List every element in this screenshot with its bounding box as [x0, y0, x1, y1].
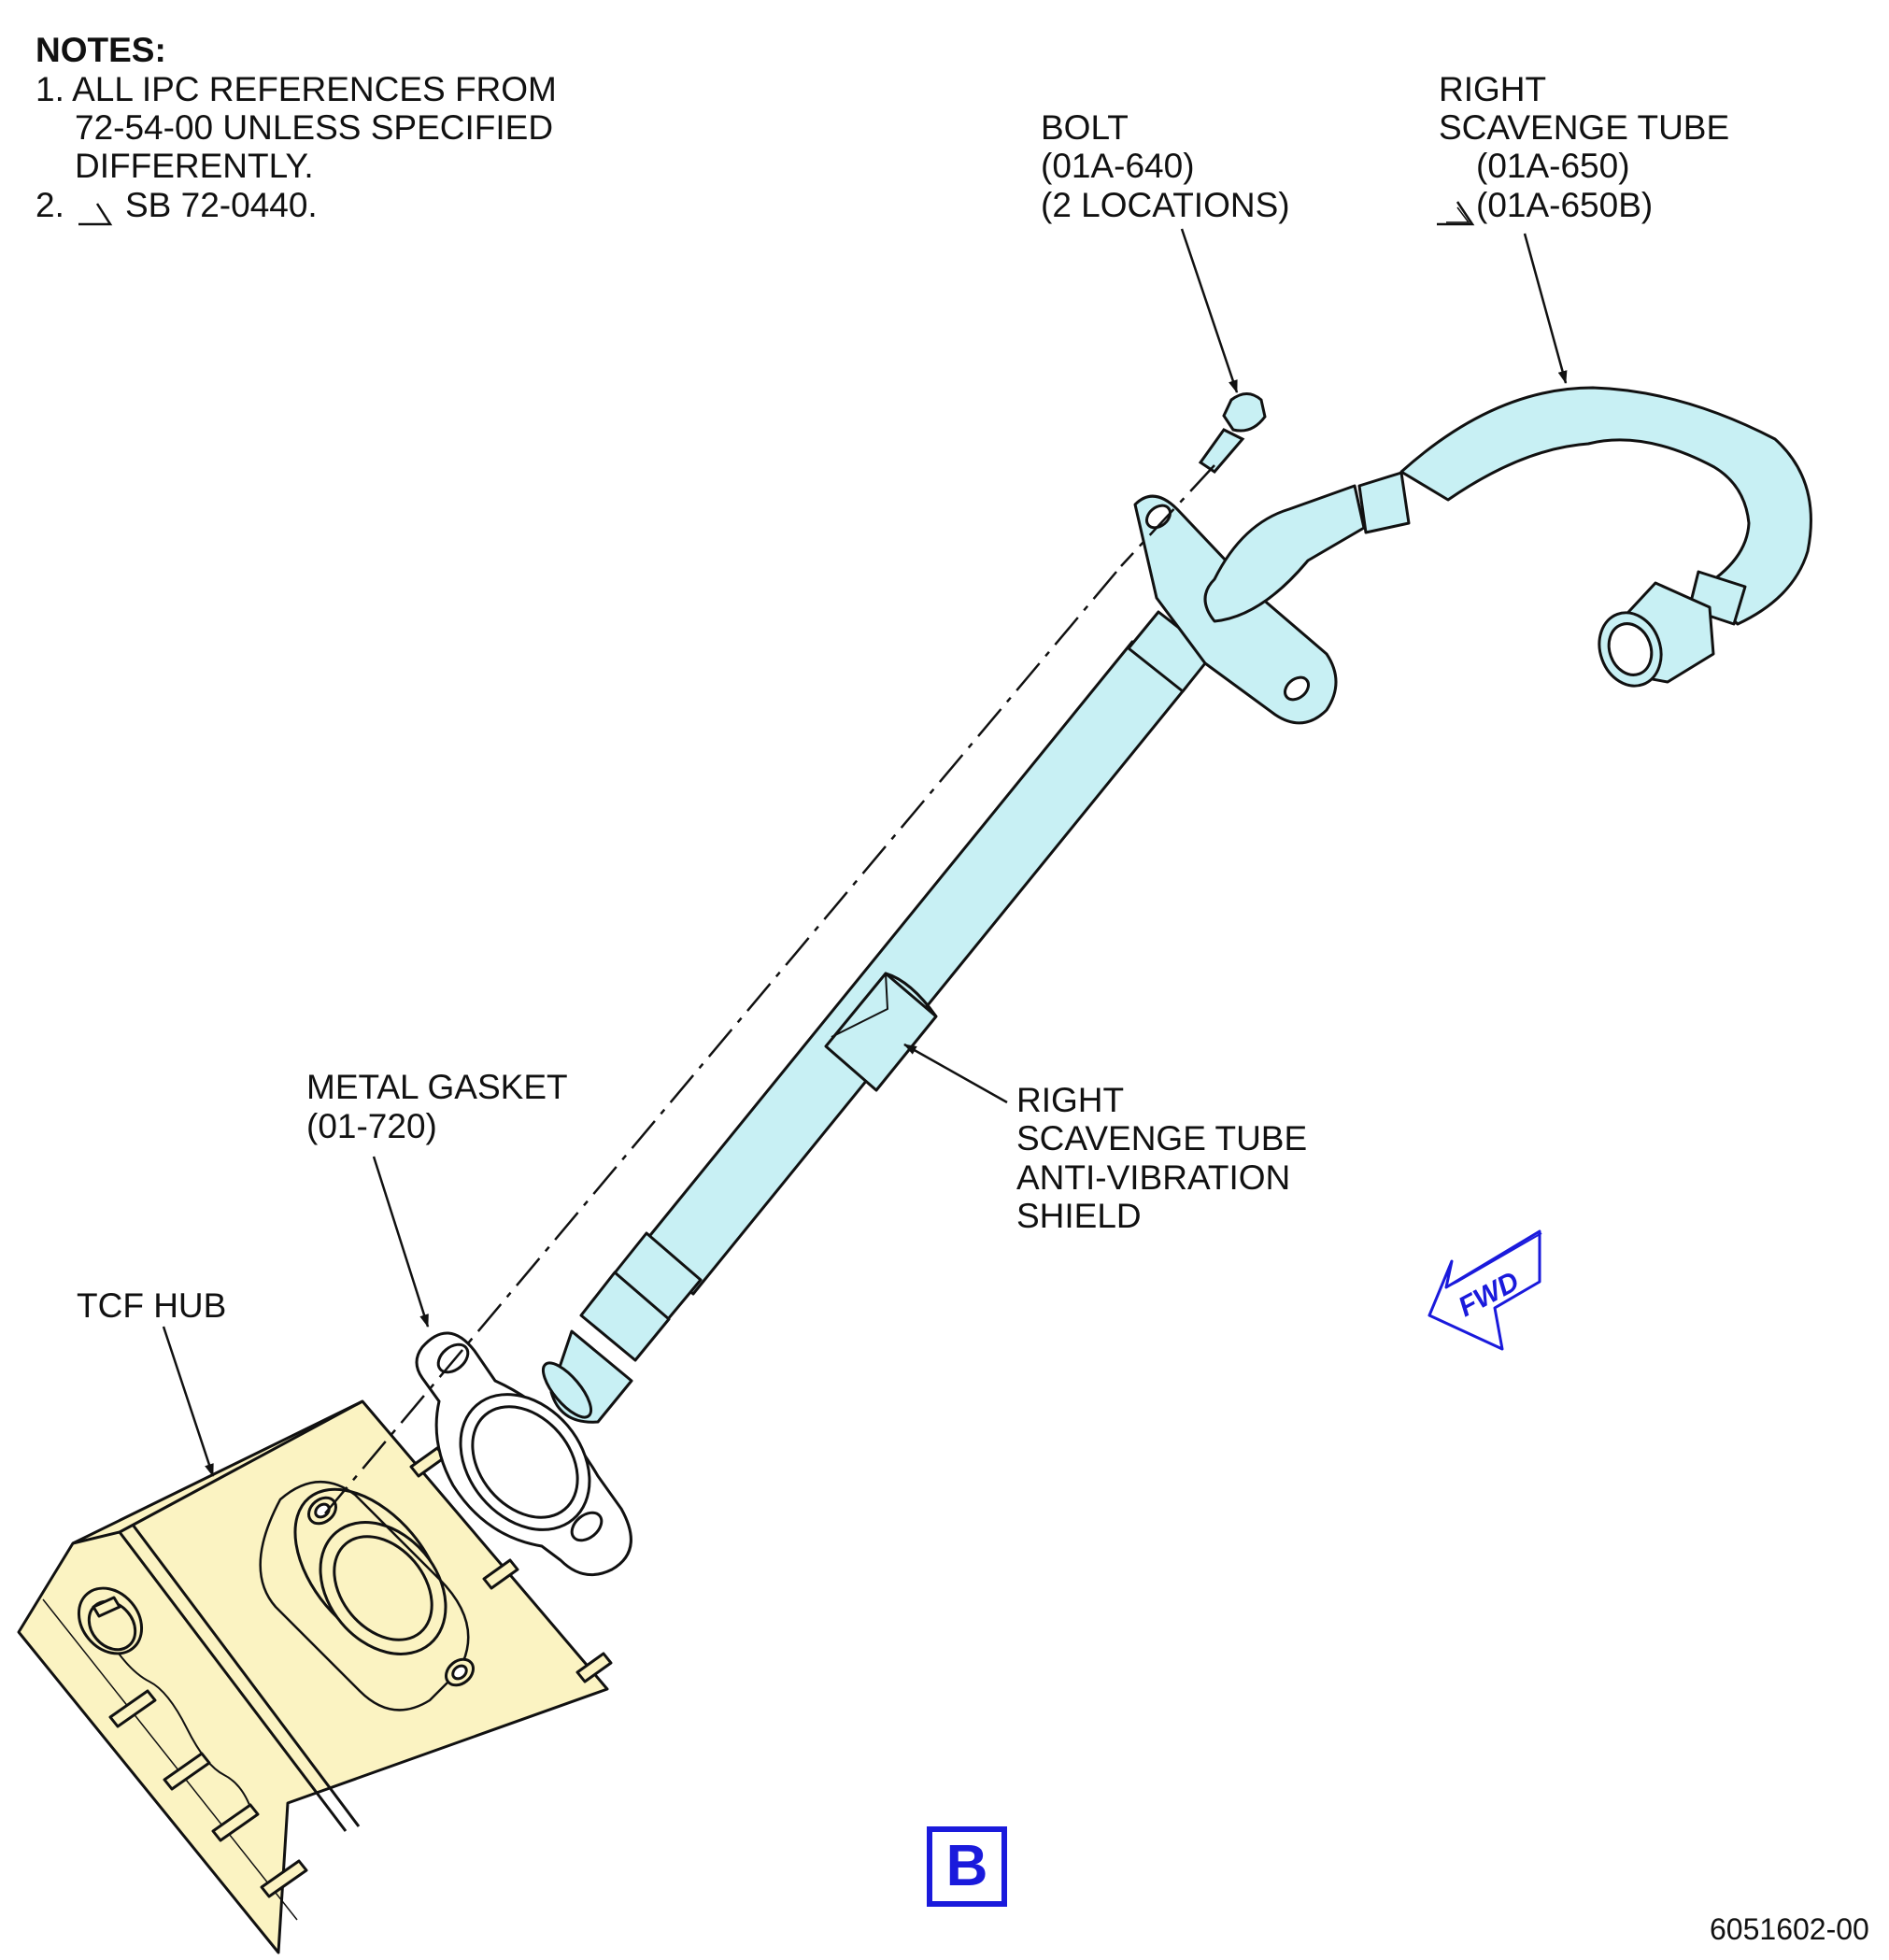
bolt-ref: (01A-640) [1041, 147, 1195, 185]
scavenge-tube-label-1: RIGHT [1439, 70, 1547, 108]
view-letter: B [945, 1834, 988, 1898]
shield-label-1: RIGHT [1016, 1081, 1125, 1119]
gasket-ref: (01-720) [306, 1107, 437, 1145]
shield-label-4: SHIELD [1016, 1197, 1142, 1235]
view-b-box: B [927, 1826, 1007, 1907]
tcf-hub-label: TCF HUB [77, 1286, 227, 1325]
metal-gasket-part [415, 1331, 632, 1577]
note-1-line-3: DIFFERENTLY. [75, 147, 314, 185]
notes-heading: NOTES: [36, 31, 166, 69]
bolt-qty: (2 LOCATIONS) [1041, 186, 1290, 224]
fwd-arrow-icon: FWD [1427, 1229, 1542, 1351]
assembly-centerline [324, 464, 1215, 1514]
note-2-prefix: 2. [36, 186, 64, 224]
shield-label-2: SCAVENGE TUBE [1016, 1119, 1308, 1158]
revision-flag-icon [78, 203, 113, 226]
bolt-label: BOLT [1041, 108, 1129, 147]
scavenge-tube-ref-1: (01A-650) [1476, 147, 1630, 185]
scavenge-tube-label-2: SCAVENGE TUBE [1439, 108, 1730, 147]
leader-lines [162, 228, 1568, 1477]
bolt-part [1198, 392, 1267, 474]
shield-label-3: ANTI-VIBRATION [1016, 1158, 1291, 1197]
scavenge-tube-ref-2: (01A-650B) [1476, 186, 1654, 224]
revision-flag-icon-2 [1437, 201, 1475, 226]
figure-number: 6051602-00 [1710, 1912, 1869, 1946]
tcf-hub-part [17, 1399, 613, 1954]
gasket-label: METAL GASKET [306, 1068, 568, 1106]
note-2-text: SB 72-0440. [125, 186, 318, 224]
scavenge-tube-part [541, 386, 1812, 1424]
note-1-line-1: 1. ALL IPC REFERENCES FROM [36, 70, 557, 108]
note-1-line-2: 72-54-00 UNLESS SPECIFIED [75, 108, 554, 147]
